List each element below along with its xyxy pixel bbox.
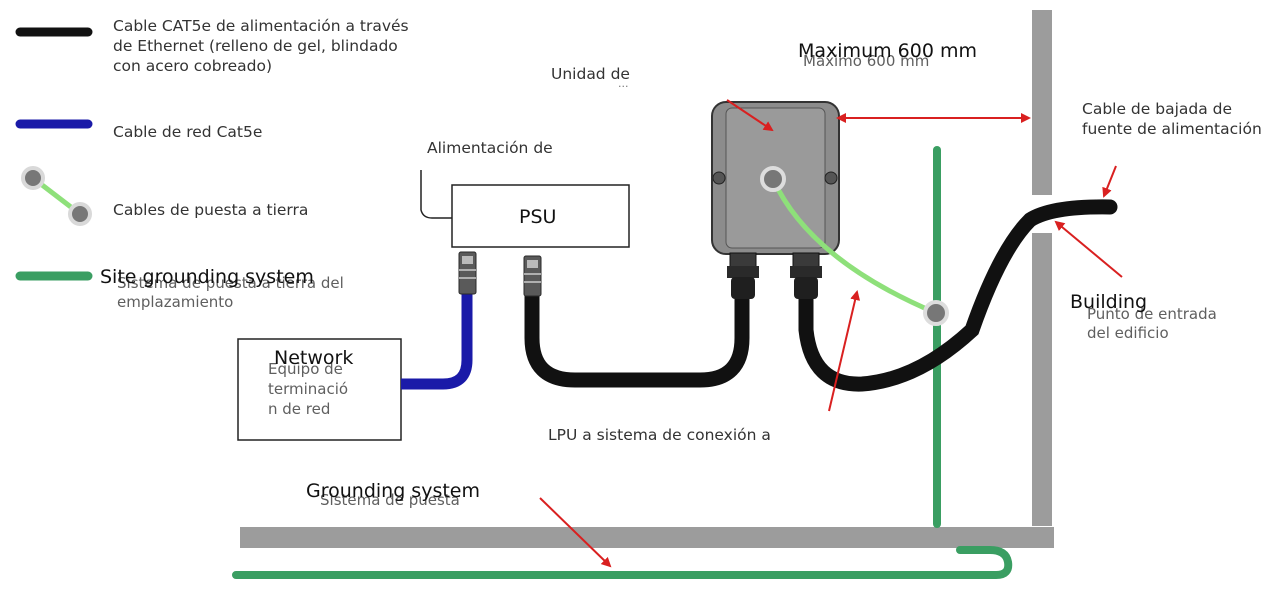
grounding-junction	[923, 300, 949, 326]
legend-site-grounding-es-label: Sistema de puesta a tierra del emplazami…	[117, 274, 344, 311]
network-equipment-es-label: Equipo de terminació n de red	[268, 360, 349, 418]
maximum-es-label: Máximo 600 mm	[803, 52, 930, 70]
legend-ground-cable-swatch	[21, 166, 92, 226]
psu-connector-right	[523, 255, 542, 297]
psu-box	[451, 184, 630, 248]
entry-point-label: Punto de entrada del edificio	[1087, 305, 1217, 342]
legend-network-cable-label: Cable de red Cat5e	[113, 123, 263, 141]
network-equipment-box	[237, 338, 402, 441]
building-wall-lower	[1032, 233, 1052, 526]
lpu-ground-wire	[770, 177, 937, 316]
grounding-horizontal-line	[232, 546, 1013, 579]
legend-ground-cables-label: Cables de puesta a tierra	[113, 201, 309, 219]
arrow-unit	[726, 99, 774, 132]
legend-poe-cable-label: Cable CAT5e de alimentación a través de …	[113, 17, 409, 75]
power-supply-label: Alimentación de	[427, 139, 553, 157]
legend-site-grounding-en-label: Site grounding system	[100, 266, 314, 288]
building-wall-upper	[1032, 10, 1052, 195]
lpu-gland-right	[790, 252, 822, 299]
psu-power-cord	[420, 170, 454, 219]
arrow-downlead	[1102, 165, 1117, 198]
downlead-label: Cable de bajada de fuente de alimentació…	[1082, 100, 1262, 138]
unit-label-cut: ...	[618, 77, 629, 90]
poe-cable-psu-lpu	[524, 292, 750, 388]
ground-slab	[240, 527, 1054, 548]
grounding-system-en-label: Grounding system	[306, 480, 480, 502]
lpu-ground-terminal	[760, 166, 786, 192]
arrow-entry-point	[1054, 220, 1123, 278]
psu-label: PSU	[519, 206, 557, 228]
grounding-system-es-label: Sistema de puesta	[320, 491, 460, 509]
unit-label: Unidad de	[551, 65, 630, 83]
lpu-gland-left	[727, 252, 759, 299]
maximum-en-label: Maximum 600 mm	[798, 40, 977, 62]
network-cable	[401, 292, 473, 390]
building-en-label: Building	[1070, 291, 1148, 313]
network-en-label: Network	[274, 347, 354, 369]
psu-connector-left	[458, 251, 477, 295]
arrow-grounding-system	[539, 497, 612, 568]
lpu-ground-label: LPU a sistema de conexión a	[548, 426, 771, 444]
poe-cable-lpu-building	[798, 199, 1118, 392]
arrow-lpu-ground	[828, 290, 861, 412]
